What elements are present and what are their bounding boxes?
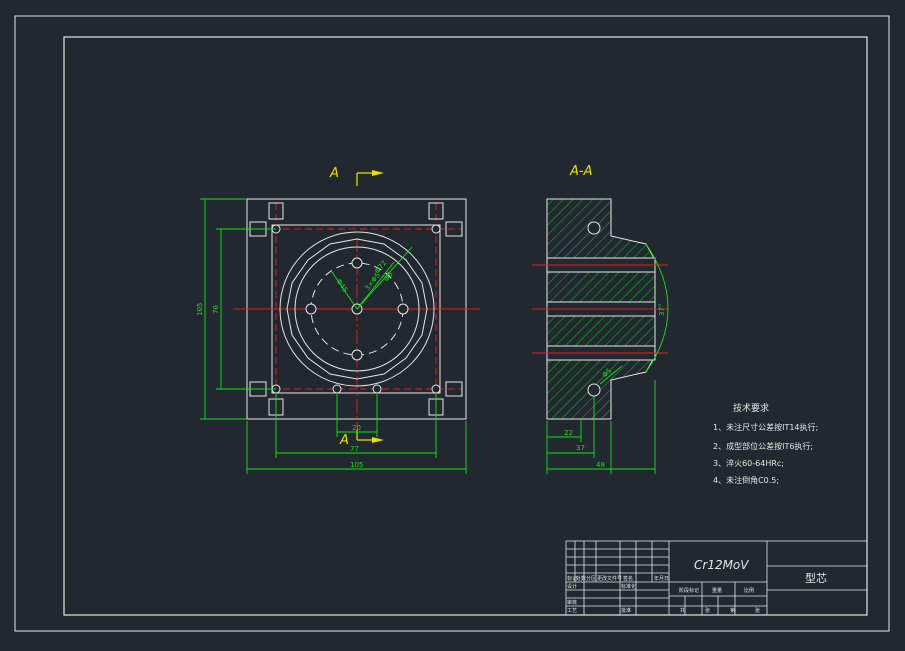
- tb-standard: 标准化: [621, 583, 636, 590]
- sec-dim-angle: 37°: [658, 304, 666, 316]
- tb-sheet-1: 张: [705, 607, 710, 614]
- tb-scale: 比例: [744, 587, 754, 594]
- tb-sign: 签名: [623, 575, 633, 582]
- polygon-boss: [286, 238, 428, 380]
- tb-mark: 标记: [567, 575, 577, 582]
- hole-left: [305, 303, 317, 315]
- hole-corner-tr: [431, 224, 441, 234]
- tb-process: 工艺: [567, 608, 577, 614]
- tb-stage: 阶段标记: [679, 587, 699, 594]
- technical-notes: 技术要求 1、未注尺寸公差按IT14执行; 2、成型部位公差按IT6执行; 3、…: [713, 402, 818, 485]
- dim-hole-center: 77: [350, 445, 359, 453]
- tb-review: 审核: [567, 599, 577, 606]
- plan-dimensions: [200, 198, 467, 474]
- dim-dia-a: Φ45: [334, 278, 349, 294]
- notes-title: 技术要求: [733, 402, 769, 414]
- tb-total: 共: [680, 607, 685, 614]
- tb-count: 处数: [576, 575, 586, 582]
- plan-view: [233, 198, 480, 436]
- note-3: 3、淬火60-64HRc;: [713, 458, 784, 468]
- hole-bottom-a: [332, 384, 342, 394]
- section-label-top: A: [329, 166, 339, 181]
- tb-no: 第: [730, 607, 735, 614]
- outer-frame: [14, 15, 890, 632]
- dim-height-holes: 70: [212, 305, 220, 314]
- note-1: 1、未注尺寸公差按IT14执行;: [713, 422, 818, 432]
- note-4: 4、未注倒角C0.5;: [713, 475, 779, 485]
- part-name: 型芯: [805, 571, 827, 585]
- dim-dia-d: Φ6: [382, 270, 395, 283]
- tb-change: 更改文件号: [597, 575, 622, 582]
- inner-circle: [294, 246, 420, 372]
- tb-zone: 分区: [586, 575, 596, 582]
- inner-frame: [63, 36, 868, 616]
- sec-dim-22: 22: [564, 429, 573, 437]
- tb-date: 年月日: [654, 575, 669, 582]
- sec-dim-37: 37: [576, 444, 585, 452]
- dim-hole-spacing: 20: [352, 424, 361, 432]
- hole-right: [397, 303, 409, 315]
- section-view: [532, 198, 669, 474]
- hole-top: [351, 257, 363, 269]
- hole-bottom: [351, 349, 363, 361]
- tb-weight: 重量: [712, 587, 722, 594]
- hole-bottom-b: [372, 384, 382, 394]
- section-label-bottom: A: [339, 433, 349, 448]
- tb-approve: 批准: [621, 607, 631, 614]
- note-2: 2、成型部位公差按IT6执行;: [713, 441, 813, 451]
- section-title: A-A: [569, 164, 592, 179]
- hole-corner-br: [431, 384, 441, 394]
- tb-design: 设计: [567, 583, 577, 590]
- tb-sheet-2: 张: [755, 607, 760, 614]
- title-block: [565, 540, 868, 616]
- sec-dim-48: 48: [596, 461, 605, 469]
- material: Cr12MoV: [694, 558, 749, 572]
- outer-circle: [279, 231, 435, 387]
- dim-height-overall: 105: [196, 303, 204, 316]
- section-arrows: [356, 170, 384, 443]
- dim-width-overall: 105: [350, 461, 363, 469]
